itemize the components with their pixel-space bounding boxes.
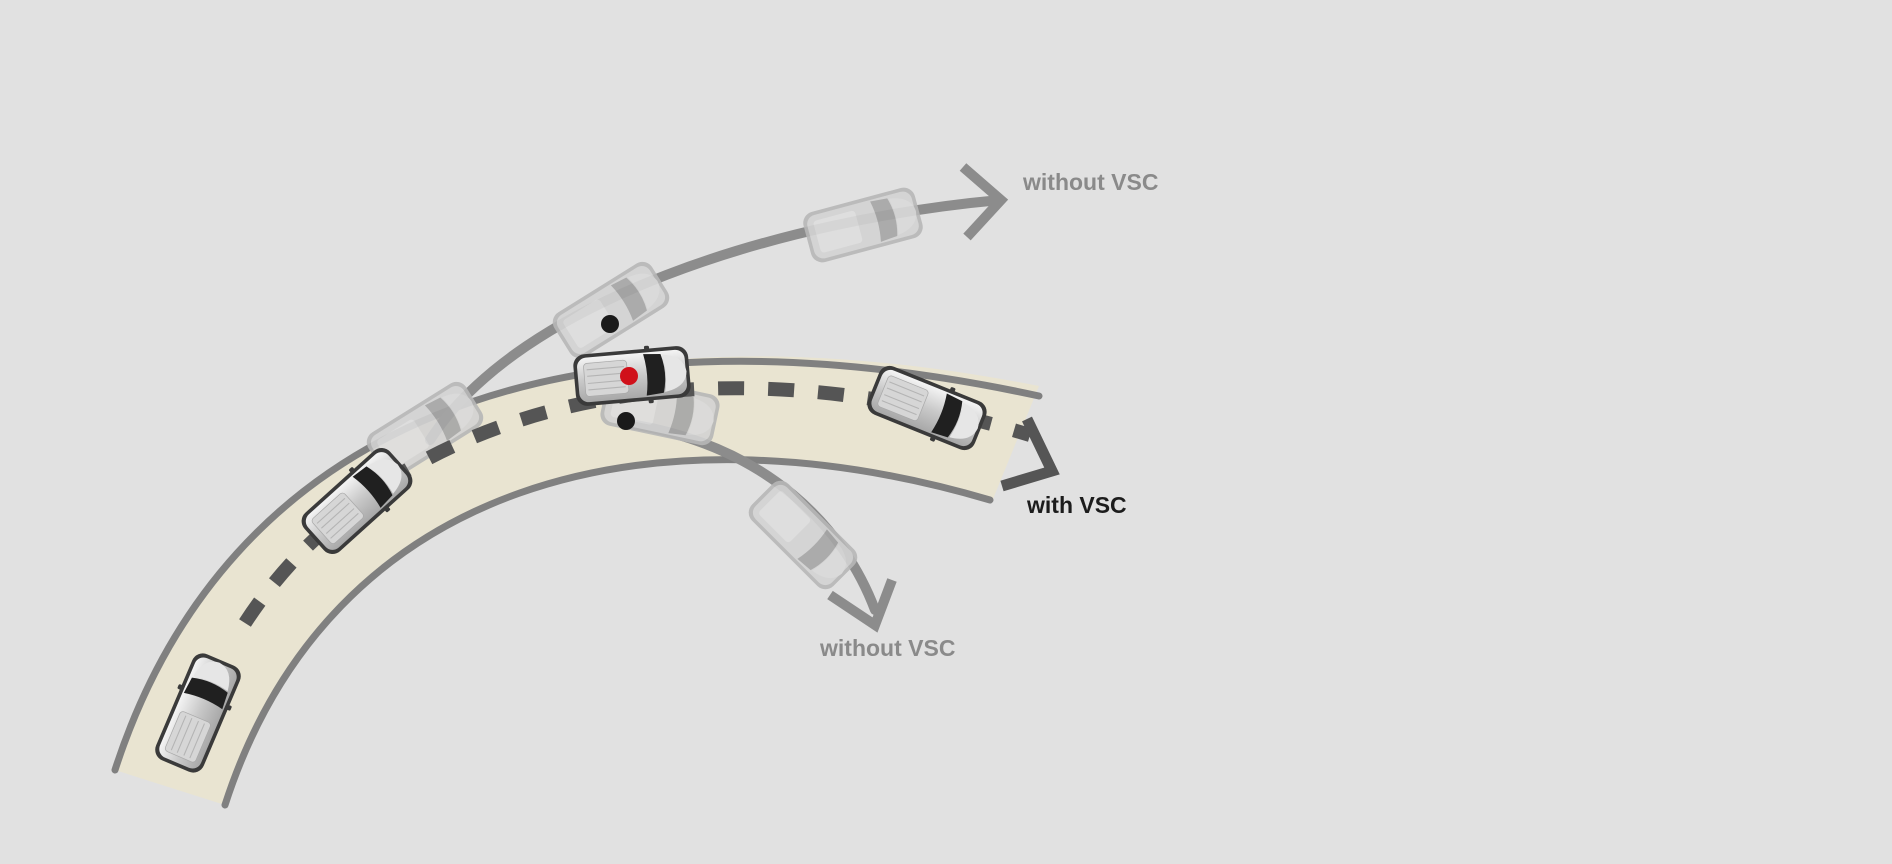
label-without-vsc-upper: without VSC: [1023, 169, 1159, 195]
label-without-vsc-lower: without VSC: [820, 635, 956, 661]
ghost-car-upper-1: [548, 257, 674, 363]
label-with-vsc: with VSC: [1027, 492, 1127, 518]
ghost-car-upper-2: [800, 185, 926, 265]
pivot-dot-upper: [601, 315, 619, 333]
arrow-with-vsc-icon: [1000, 416, 1060, 492]
road-edge-inner: [221, 456, 994, 809]
ghost-car-lower-2: [743, 475, 863, 595]
center-of-gravity-marker: [620, 367, 638, 385]
road-lane: [115, 356, 1039, 805]
arrow-without-upper-icon: [959, 163, 1009, 241]
pivot-dot-lower: [617, 412, 635, 430]
arrow-without-lower-icon: [827, 578, 897, 633]
